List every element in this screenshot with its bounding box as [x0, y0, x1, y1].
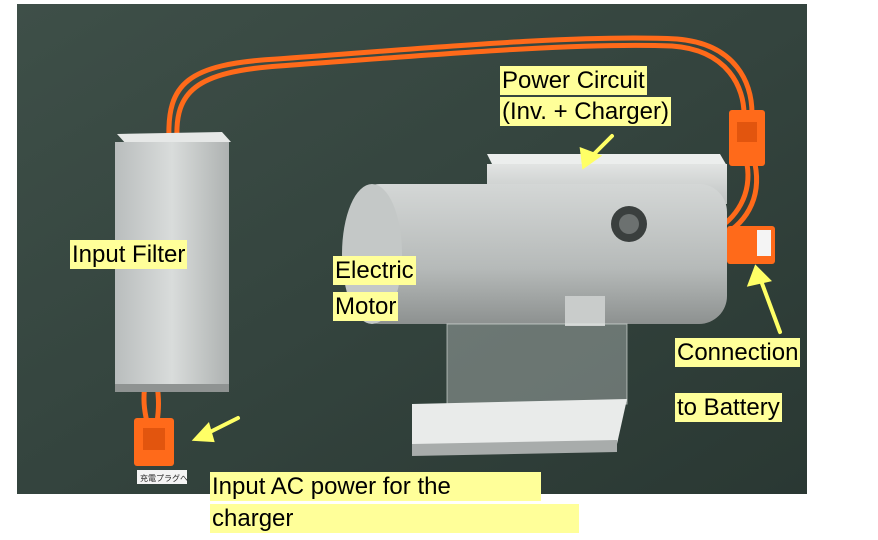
electric-motor-label-line2: Motor: [333, 292, 399, 322]
power-circuit-label-line1: Power Circuit: [500, 66, 647, 96]
orange-cable: [141, 35, 759, 425]
plug-tag-text: 充電プラグへ: [140, 474, 188, 483]
electric-motor: [342, 184, 727, 326]
input-ac-label-line2: charger: [210, 504, 580, 534]
charger-plug: [134, 418, 187, 484]
power-circuit-label-line2: (Inv. + Charger): [500, 97, 671, 127]
orange-connector-top: [729, 110, 765, 166]
battery-connector: [727, 226, 775, 264]
connection-label-line1: Connection: [675, 338, 801, 368]
acrylic-stand: [412, 323, 628, 456]
product-photo: [17, 4, 807, 494]
electric-motor-label-line1: Electric: [333, 256, 416, 286]
input-filter-label: Input Filter: [70, 240, 188, 270]
connection-label-line2: to Battery: [675, 393, 782, 423]
input-ac-label-line1: Input AC power for the: [210, 472, 541, 502]
